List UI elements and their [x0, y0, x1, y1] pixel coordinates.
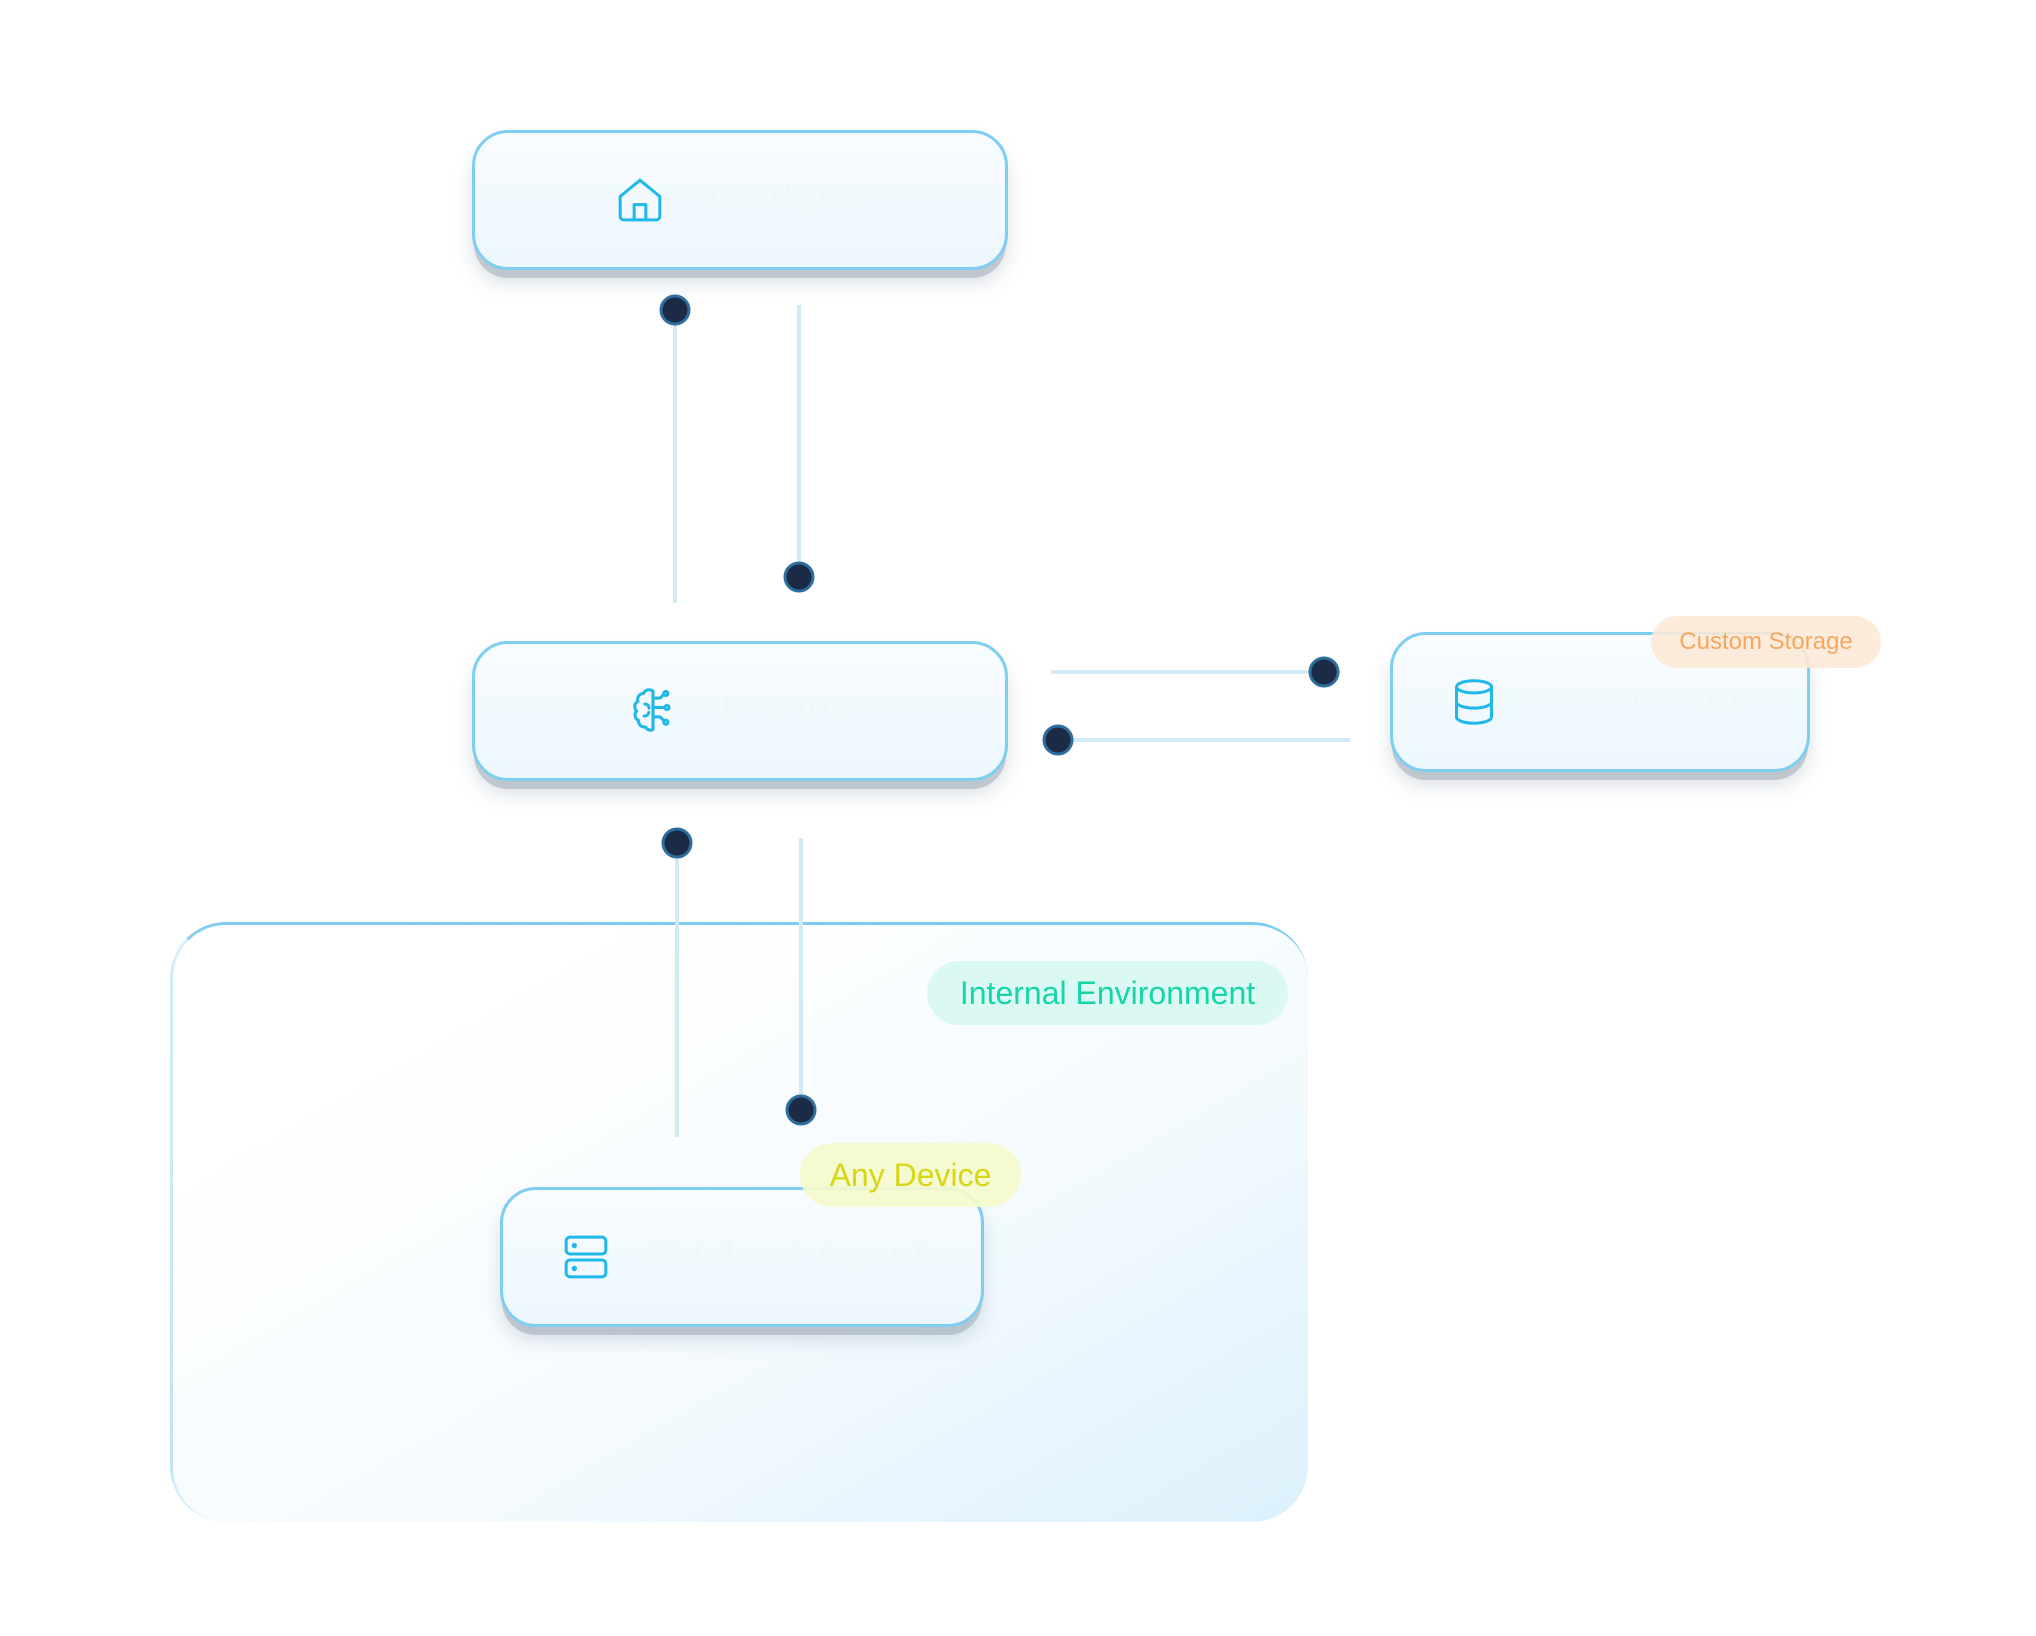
- port-dot: [785, 1094, 817, 1126]
- home-icon: [612, 172, 668, 228]
- engine-node[interactable]: Engine: [472, 641, 1008, 781]
- internal-environment-tag: Internal Environment: [927, 961, 1288, 1025]
- server-icon: [558, 1229, 614, 1285]
- engine-label: Engine: [721, 687, 855, 734]
- platform-node[interactable]: Platform: [472, 130, 1008, 270]
- platform-label: Platform: [707, 176, 869, 223]
- port-dot: [659, 294, 691, 326]
- agent-node[interactable]: Trickest Agent: [500, 1187, 984, 1327]
- storage-label: S3 Storage: [1538, 678, 1754, 725]
- port-dot: [1042, 724, 1074, 756]
- database-icon: [1446, 674, 1502, 730]
- custom-storage-tag: Custom Storage: [1651, 616, 1881, 668]
- brain-circuit-icon: [625, 683, 681, 739]
- agent-label: Trickest Agent: [654, 1233, 926, 1280]
- any-device-tag: Any Device: [800, 1143, 1021, 1207]
- port-dot: [1308, 656, 1340, 688]
- port-dot: [783, 561, 815, 593]
- port-dot: [661, 827, 693, 859]
